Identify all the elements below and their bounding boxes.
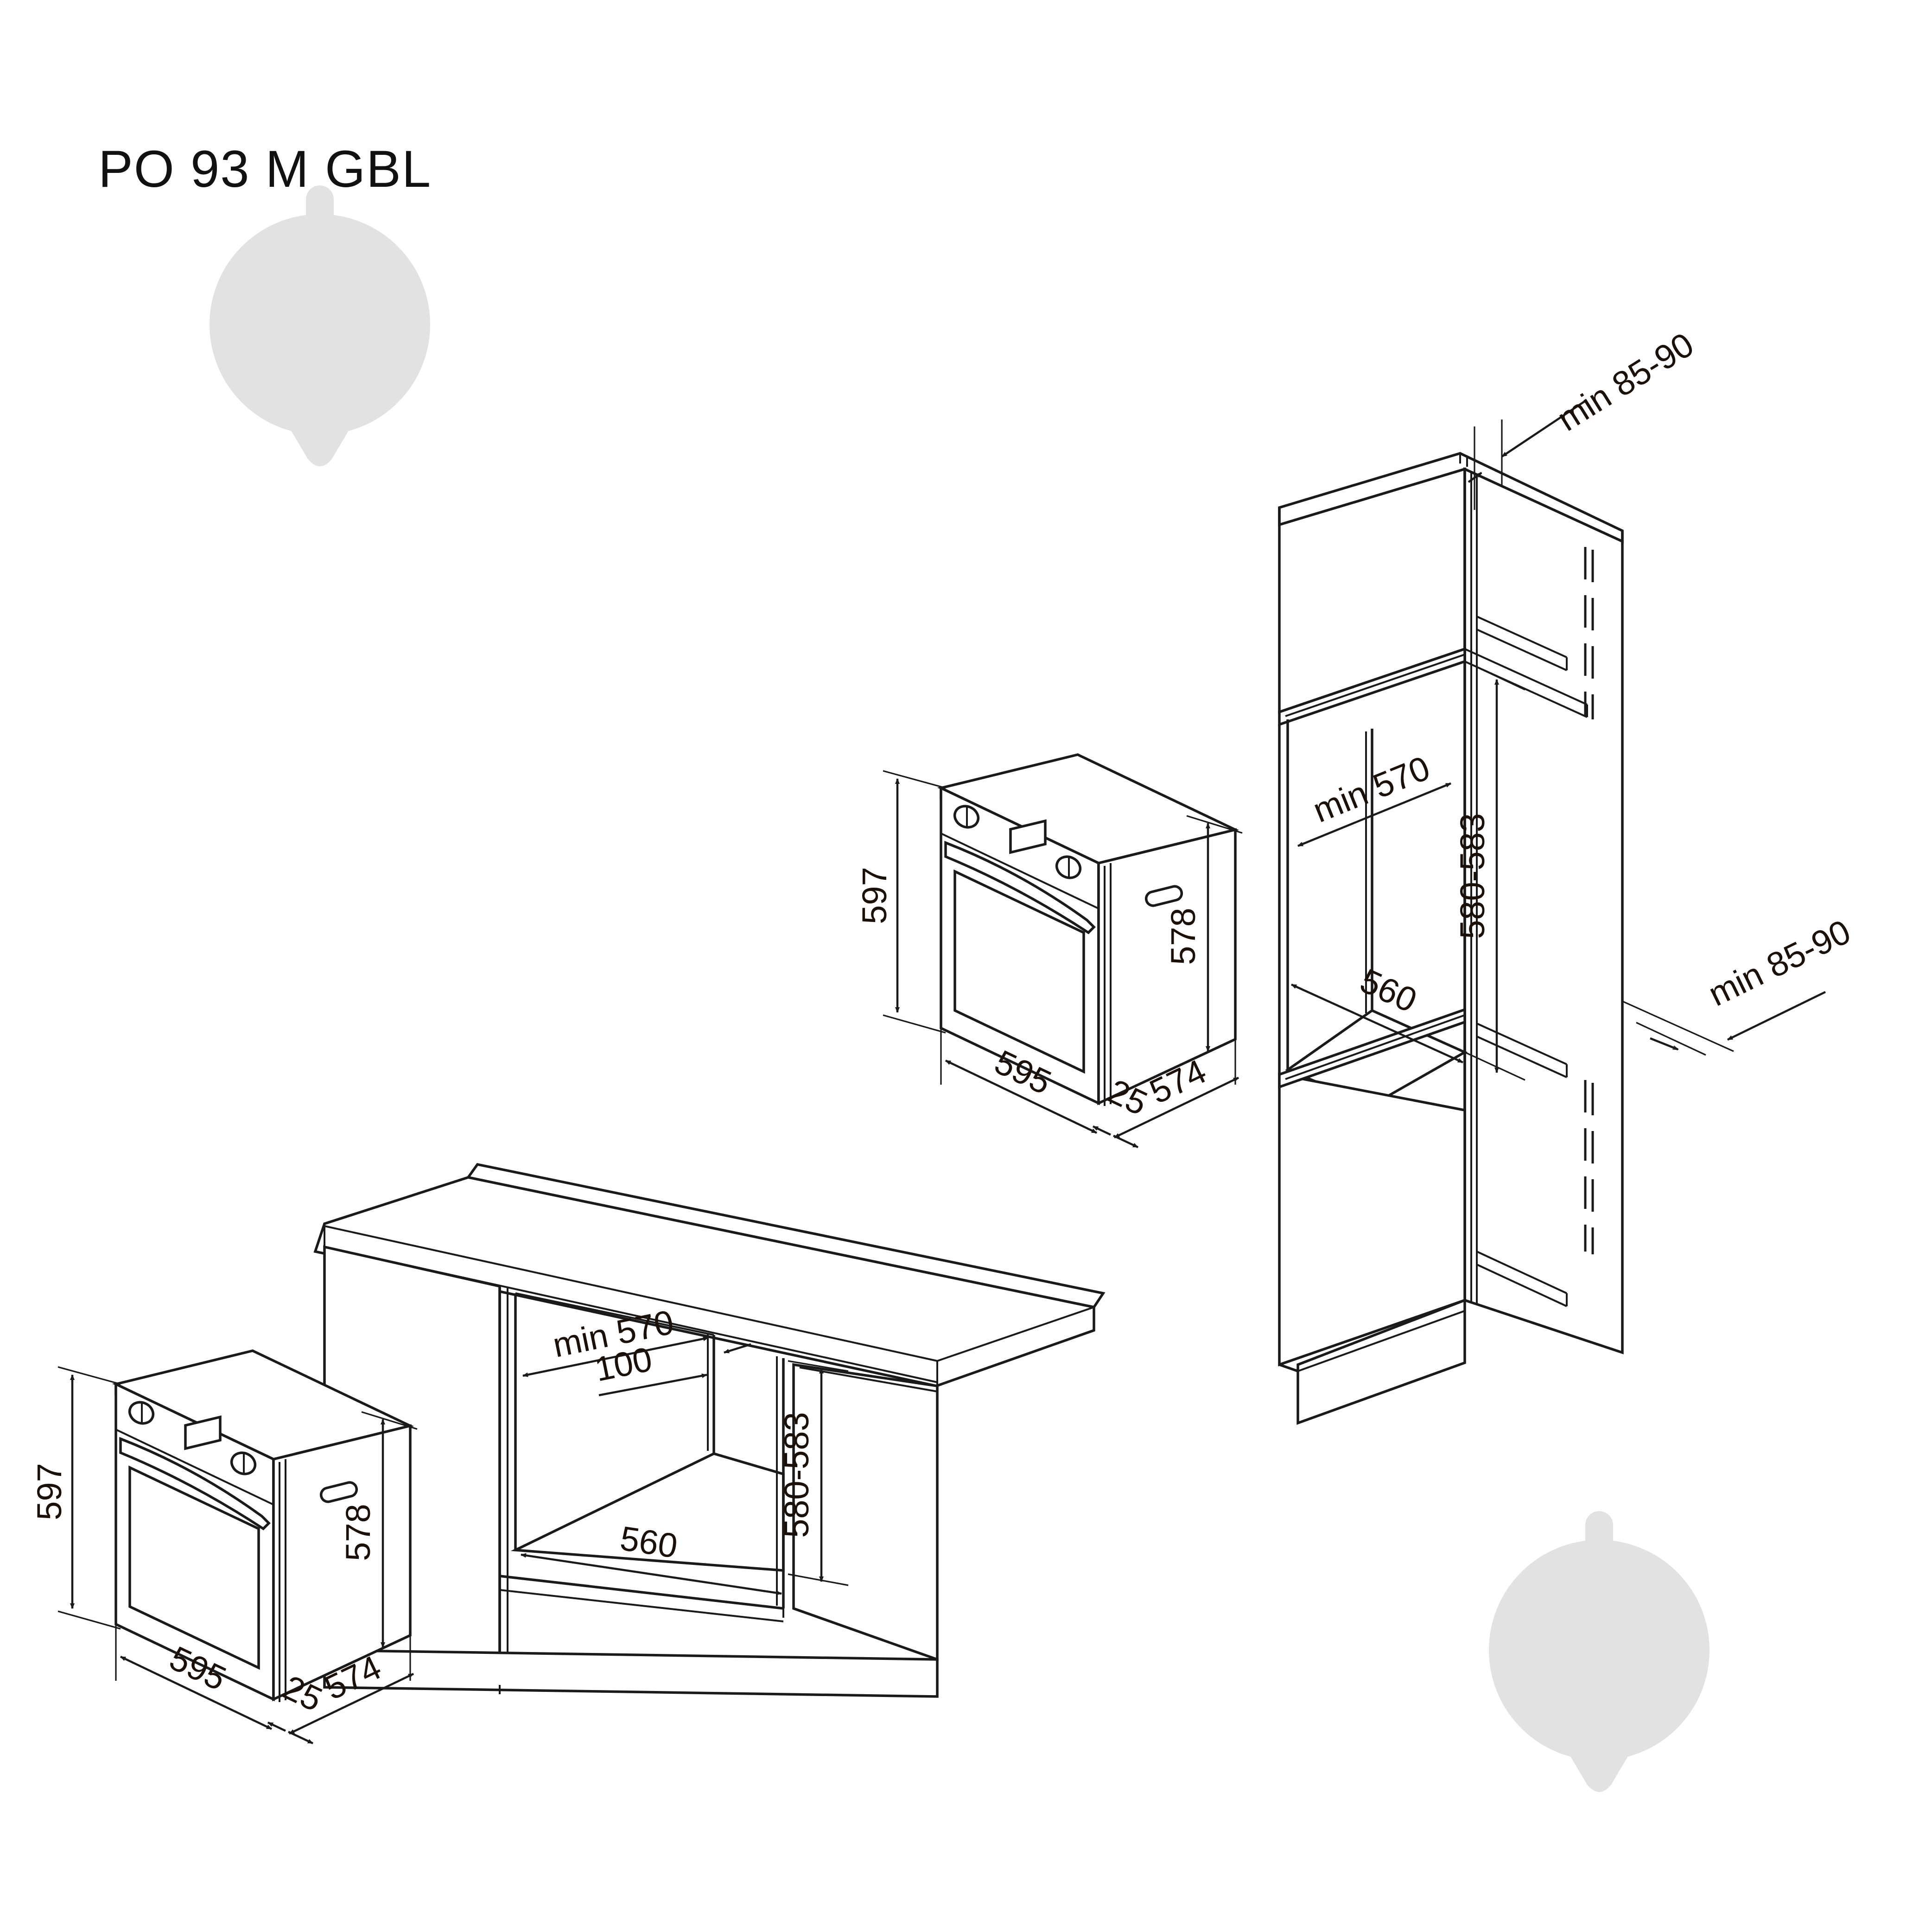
cabinet-base-rail	[1476, 1251, 1567, 1294]
dim2-595-line	[120, 1655, 272, 1730]
dim-label-min-85-90-top: min 85-90	[1551, 325, 1700, 439]
oven2-door-handle	[119, 1436, 271, 1531]
oven2-knob-left-icon	[128, 1401, 155, 1425]
ext-597-top	[883, 770, 946, 789]
dim2-25-line-left	[267, 1721, 286, 1732]
base-bottom-rail	[499, 1575, 784, 1610]
cabinet-upper-interior-rail2	[1476, 629, 1567, 671]
dim-560-base-line	[521, 1553, 782, 1595]
plumb-bob-logo-top-icon	[210, 185, 430, 466]
cabinet-plinth	[1296, 1298, 1466, 1425]
base-niche-floor-back	[713, 1453, 784, 1475]
ext-580583b-bot	[788, 1573, 849, 1586]
cabinet-lower-interior-rail2	[1476, 1036, 1567, 1078]
cabinet-upper-interior-rail	[1476, 616, 1567, 658]
base-cabinet-plinth	[323, 1649, 939, 1698]
dim-100-base-line	[598, 1373, 707, 1397]
dim-595-line	[945, 1059, 1097, 1134]
dim-min570-tall-line	[1297, 782, 1451, 847]
oven2-knob-right-icon	[230, 1451, 257, 1475]
oven-side-vent-slot	[1144, 885, 1183, 907]
dim-label-597-middle: 597	[855, 867, 894, 924]
cabinet-niche-top-shelf-back	[1464, 648, 1588, 705]
oven-bottom-left-view: 597 595 578 25 574	[30, 1349, 418, 1745]
ext-580583-top	[1464, 661, 1525, 691]
oven-side-panel	[1097, 828, 1237, 1106]
base-niche-ceiling-l	[515, 1292, 714, 1336]
ext2-597-bot	[57, 1610, 121, 1630]
dim-label-578-bottom-left: 578	[339, 1504, 377, 1561]
dim-label-597-bottom-left: 597	[30, 1463, 69, 1520]
dim-25-line-left	[1093, 1125, 1111, 1136]
oven2-display-panel	[184, 1415, 222, 1450]
cabinet-lower-interior-rail	[1476, 1023, 1567, 1065]
page-title: PO 93 M GBL	[98, 140, 432, 198]
dim-8590-top-left-arrow	[1468, 473, 1481, 483]
base-bottom-rail2	[499, 1589, 784, 1622]
ext2-578-top	[361, 1411, 418, 1430]
ext2-597-top	[57, 1366, 121, 1385]
cabinet-plinth-top	[1297, 1310, 1465, 1372]
ext-597-bot	[883, 1014, 946, 1034]
ext-8590-mid-a	[1622, 1000, 1734, 1052]
oven-knob-right-icon	[1055, 855, 1082, 879]
plumb-bob-logo-bottom-icon	[1489, 1511, 1710, 1792]
ext-578-top	[1186, 815, 1243, 834]
cabinet-base-rail2	[1476, 1264, 1567, 1307]
oven2-control-strip-divider	[115, 1429, 274, 1506]
oven-middle-view: 597 595 578 25 574	[855, 753, 1243, 1149]
dim-100-base-side-arrow	[724, 1343, 751, 1354]
tall-cabinet-view: min 85-90 min 570 580-583 560 min 85-90	[1278, 325, 1856, 1425]
dim2-574-line	[289, 1672, 414, 1735]
dim-min570-base-line	[522, 1336, 709, 1377]
dim-560-tall-line	[1291, 983, 1463, 1064]
worktop-slab	[313, 1176, 1095, 1387]
oven-display-panel	[1009, 819, 1047, 854]
base-cabinet-view: min 570 100 560 580-583	[313, 1163, 1106, 1698]
dim-label-560-tall: 560	[1354, 961, 1423, 1020]
oven2-side-vent-slot	[319, 1481, 358, 1503]
ext-580583b-top	[788, 1360, 849, 1372]
cabinet-niche-top-shelf-edge	[1285, 654, 1465, 717]
oven-control-strip-divider	[941, 833, 1099, 909]
oven-knob-left-icon	[953, 805, 980, 829]
dim-25-line-right	[1113, 1134, 1138, 1149]
oven-door-handle	[944, 840, 1096, 934]
dim-574-line	[1114, 1076, 1239, 1139]
dim-label-580-583-base: 580-583	[777, 1412, 816, 1538]
dim-8590-top-line	[1501, 400, 1586, 458]
dim-label-580-583-tall: 580-583	[1453, 813, 1492, 939]
dim-label-min-85-90-mid: min 85-90	[1703, 912, 1856, 1014]
dim-8590-mid-small-arrow	[1650, 1037, 1678, 1051]
dim-label-578-middle: 578	[1164, 908, 1202, 965]
ext-8590-mid-b	[1636, 1022, 1706, 1056]
dim2-25-line-right	[288, 1730, 313, 1745]
dim-8590-mid-line	[1727, 991, 1826, 1041]
dim-label-560-base: 560	[618, 1519, 680, 1566]
base-right-door-top	[793, 1364, 938, 1387]
cabinet-plinth-recess	[1279, 1363, 1298, 1373]
